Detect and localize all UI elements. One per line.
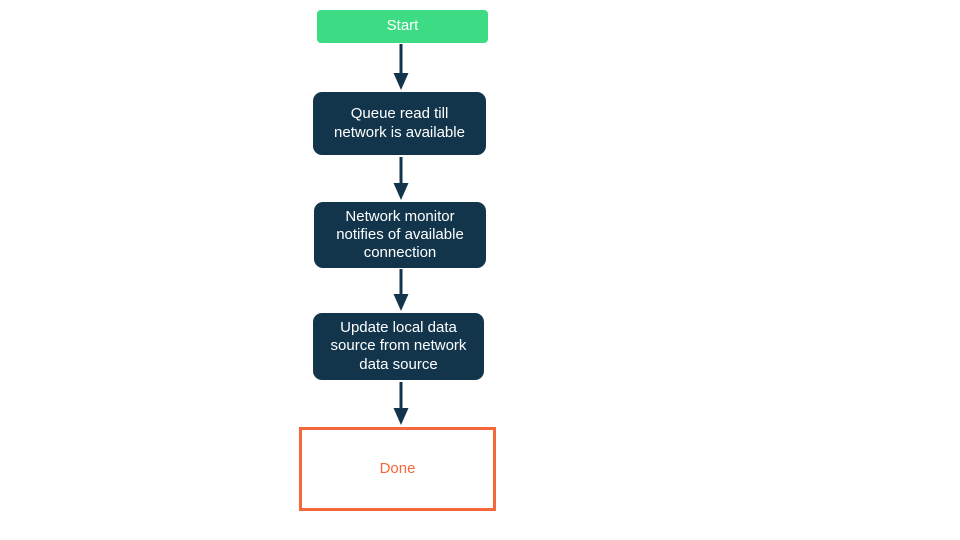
flow-node-monitor-label: Network monitor notifies of available co… [336,207,464,262]
flow-node-done[interactable]: Done [299,427,496,511]
flow-node-queue-label: Queue read till network is available [334,105,465,141]
flow-arrow-queue-to-monitor [393,157,409,200]
flow-node-start[interactable]: Start [317,10,488,43]
flow-node-update[interactable]: Update local data source from network da… [313,313,484,380]
flow-node-update-label: Update local data source from network da… [330,319,467,373]
flow-node-start-label: Start [386,17,419,35]
flow-arrow-update-to-done [393,382,409,425]
flow-node-done-label: Done [379,459,416,477]
flow-node-monitor[interactable]: Network monitor notifies of available co… [314,202,486,268]
flow-arrow-start-to-queue [393,44,409,90]
flow-node-queue[interactable]: Queue read till network is available [313,92,486,155]
flow-arrow-monitor-to-update [393,269,409,311]
